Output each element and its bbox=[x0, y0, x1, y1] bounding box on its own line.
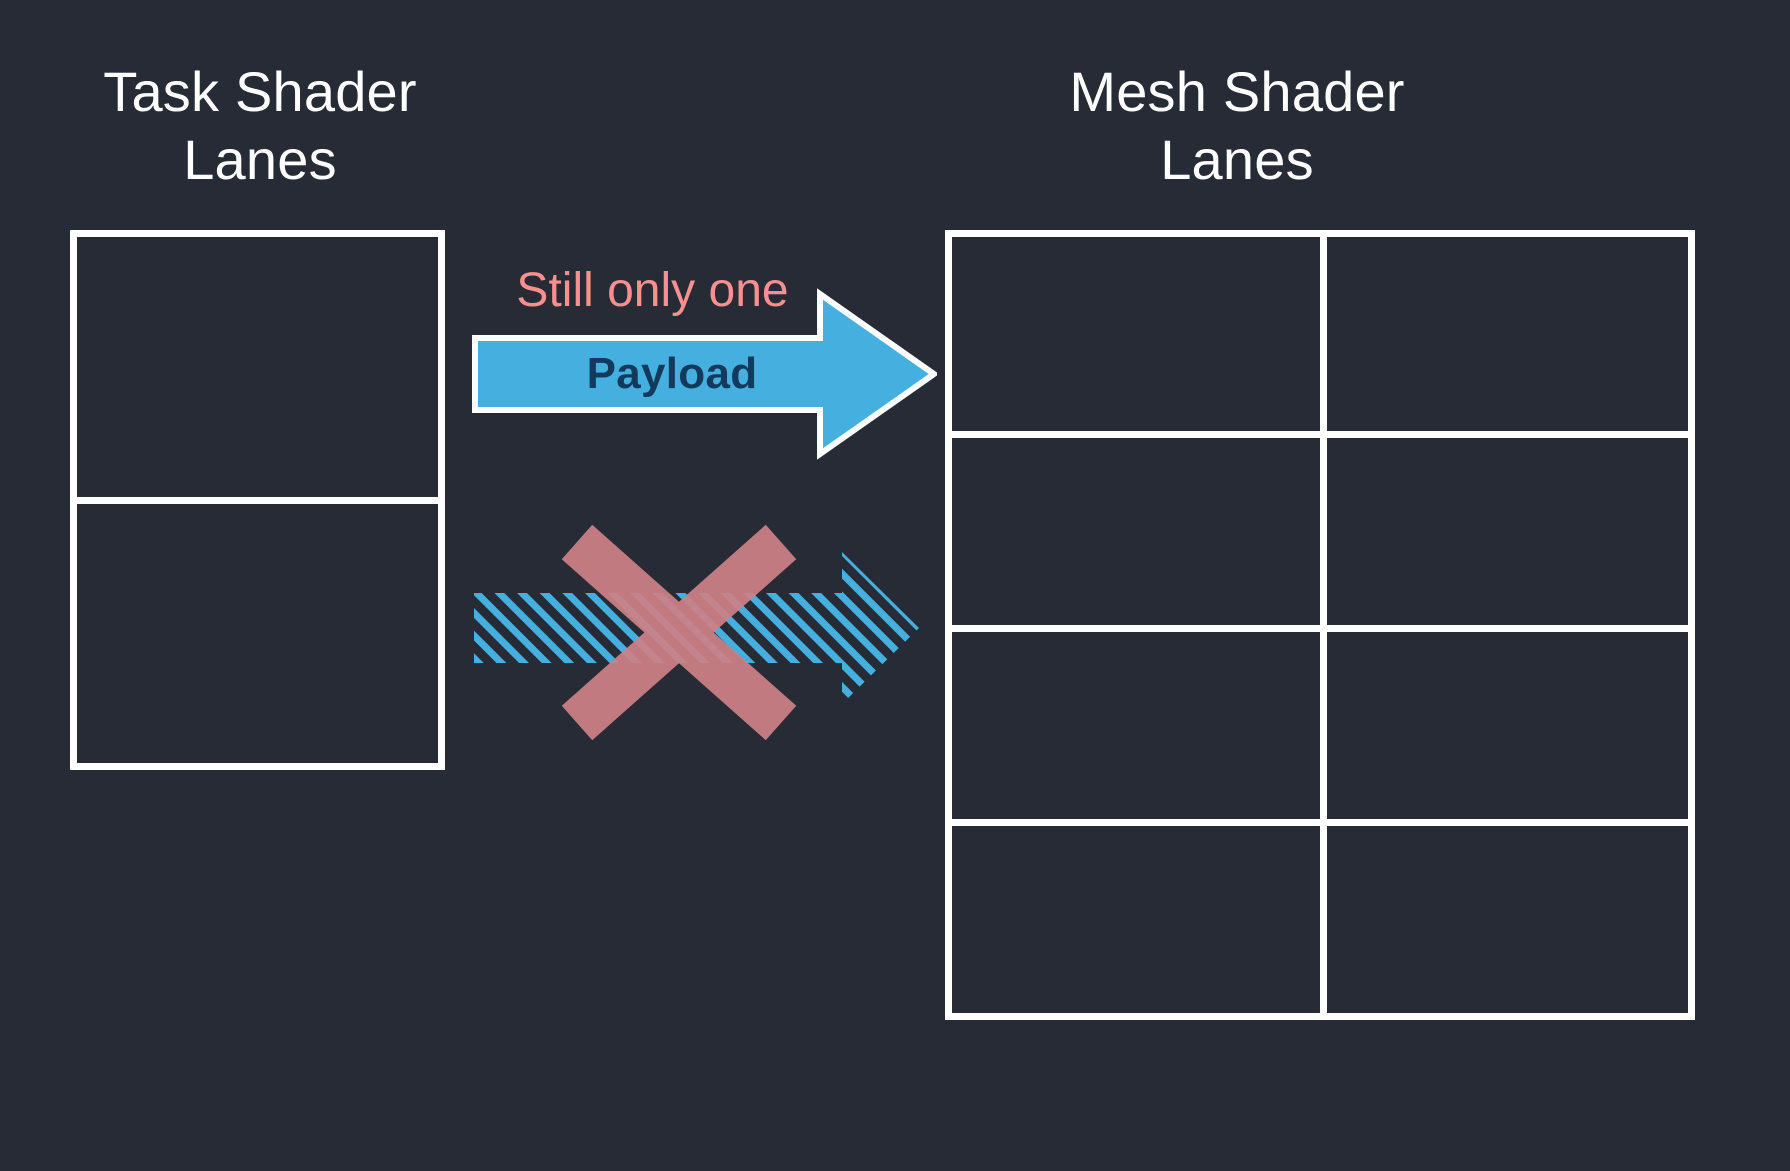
mesh-lane-cell bbox=[1320, 625, 1688, 819]
payload-arrow-shape bbox=[472, 288, 937, 460]
mesh-lane-cell bbox=[952, 431, 1320, 625]
payload-arrow bbox=[472, 288, 937, 460]
mesh-lane-cell bbox=[952, 237, 1320, 431]
mesh-lane-cell bbox=[1320, 237, 1688, 431]
cross-out-x-icon bbox=[555, 520, 803, 745]
mesh-lane-cell bbox=[952, 625, 1320, 819]
cross-stroke-b bbox=[561, 524, 797, 741]
mesh-shader-lanes-title: Mesh Shader Lanes bbox=[1069, 60, 1405, 192]
mesh-lane-cell bbox=[952, 819, 1320, 1013]
mesh-lane-cell bbox=[1320, 819, 1688, 1013]
task-lane-cell bbox=[77, 496, 438, 763]
payload-arrow-caption: Still only one bbox=[516, 264, 789, 317]
task-shader-lane-table bbox=[70, 230, 445, 770]
task-lane-cell bbox=[77, 237, 438, 497]
task-shader-lanes-title: Task Shader Lanes bbox=[103, 60, 417, 192]
mesh-shader-lane-grid bbox=[945, 230, 1695, 1020]
mesh-lane-cell bbox=[1320, 431, 1688, 625]
